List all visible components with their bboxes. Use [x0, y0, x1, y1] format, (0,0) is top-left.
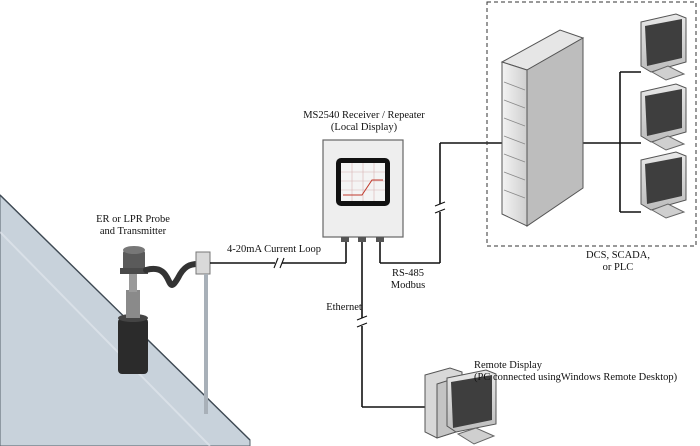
- control-system-label-line-1: DCS, SCADA,: [586, 250, 650, 261]
- probe-label: ER or LPR Probe and Transmitter: [78, 214, 188, 238]
- receiver-label-line-1: MS2540 Receiver / Repeater: [303, 110, 425, 121]
- ethernet-text: Ethernet: [326, 302, 362, 313]
- probe-label-line-1: ER or LPR Probe: [96, 214, 170, 225]
- wires: [210, 71, 641, 408]
- current-loop-text: 4-20mA Current Loop: [227, 244, 321, 255]
- monitor-2: [640, 83, 687, 151]
- control-system-boundary: [486, 1, 697, 247]
- receiver-label: MS2540 Receiver / Repeater (Local Displa…: [296, 110, 432, 134]
- remote-display-label: Remote Display (PC connected usingWindow…: [474, 360, 696, 384]
- rs485-label-line-1: RS-485: [391, 268, 425, 279]
- receiver-repeater: [322, 139, 404, 242]
- control-system-label: DCS, SCADA, or PLC: [580, 250, 656, 274]
- remote-pc: [424, 367, 497, 445]
- remote-display-label-line-1: Remote Display: [474, 360, 542, 371]
- probe-transmitter: [118, 246, 211, 414]
- rs485-label: RS-485 Modbus: [385, 268, 431, 292]
- monitor-3: [640, 151, 687, 219]
- receiver-label-line-2: (Local Display): [330, 122, 398, 133]
- wire-breaks: [273, 201, 446, 328]
- rs485-label-line-2: Modbus: [390, 280, 426, 291]
- remote-display-label-line-2: (PC connected usingWindows Remote Deskto…: [474, 372, 678, 383]
- monitor-1: [640, 13, 687, 81]
- probe-label-line-2: and Transmitter: [99, 226, 167, 237]
- ethernet-label: Ethernet: [322, 302, 366, 314]
- control-system-label-line-2: or PLC: [602, 262, 634, 273]
- current-loop-label: 4-20mA Current Loop: [222, 244, 326, 256]
- server-rack: [500, 29, 585, 227]
